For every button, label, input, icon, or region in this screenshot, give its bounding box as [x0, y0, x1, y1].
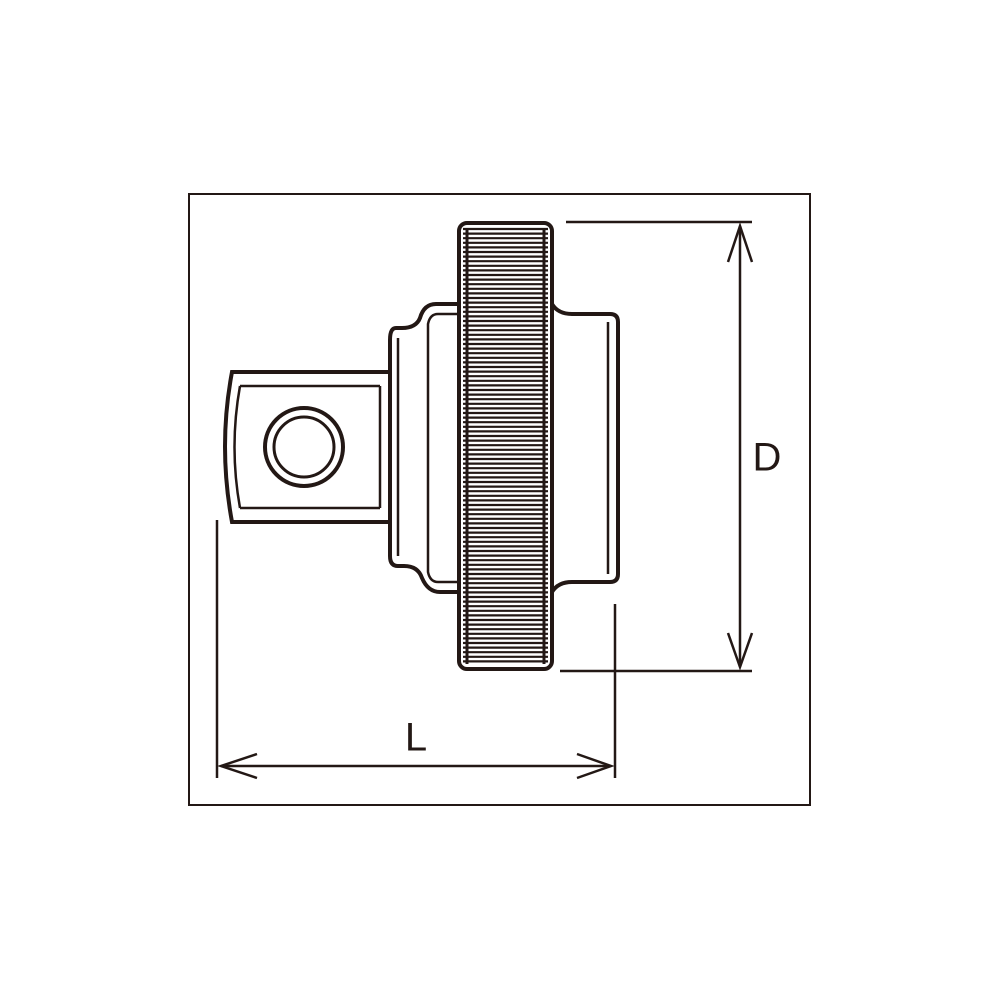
- adapter-body: [388, 302, 620, 594]
- knurled-wheel: [457, 221, 554, 671]
- drawing-frame: [188, 193, 811, 806]
- dimension-l: [215, 520, 617, 780]
- dimension-label-l: L: [405, 716, 427, 760]
- knurl-pattern: [463, 227, 548, 664]
- detent-ball-hole: [263, 406, 345, 488]
- square-drive: [223, 370, 390, 524]
- dimension-d: [560, 220, 754, 673]
- dimension-label-d: D: [753, 436, 782, 480]
